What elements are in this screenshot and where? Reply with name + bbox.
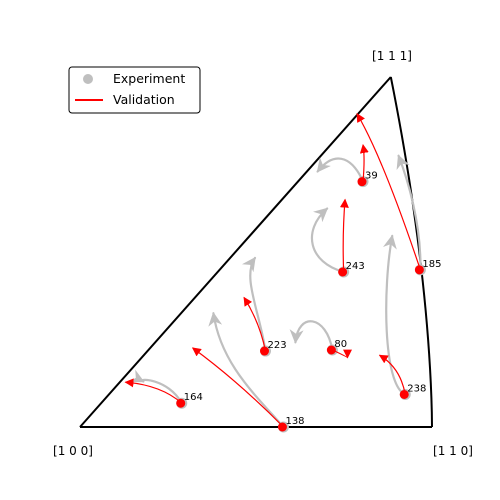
validation-point-164 [176,398,186,408]
validation-path-185 [356,112,421,271]
validation-path-223 [243,296,267,352]
validation-point-243 [338,267,348,277]
experiment-path-138 [208,311,285,429]
validation-point-238 [399,389,409,399]
validation-path-138 [191,347,284,428]
experiment-path-223 [241,256,267,353]
grain-label-243: 243 [346,261,365,272]
grain-label-138: 138 [285,416,304,427]
validation-point-138 [277,422,287,432]
validation-point-80 [326,345,336,355]
legend: Experiment Validation [68,66,201,114]
triangle-edge-100-111 [79,76,392,428]
legend-experiment-marker [83,74,93,84]
grain-label-164: 164 [184,392,203,403]
legend-frame [68,66,201,114]
experiment-path-238 [383,234,407,396]
legend-experiment-label: Experiment [113,71,185,86]
grain-label-80: 80 [334,339,347,350]
corner-label-100: [1 0 0] [53,444,93,458]
validation-path-39 [359,144,369,182]
experiment-path-80 [289,320,334,352]
experiment-path-185 [396,154,422,271]
experiment-path-39 [316,157,365,183]
grain-label-185: 185 [422,259,441,270]
validation-point-185 [414,265,424,275]
validation-path-243 [339,198,349,272]
corner-label-110: [1 1 0] [433,444,473,458]
validation-point-39 [357,177,367,187]
triangle-edge-110-111-arc [389,76,433,428]
experiment-path-243 [310,207,345,274]
validation-point-223 [260,346,270,356]
grain-label-39: 39 [365,171,378,182]
legend-validation-label: Validation [113,92,175,107]
corner-label-111: [1 1 1] [372,49,412,63]
experiment-path-164 [128,369,183,405]
grain-label-223: 223 [268,340,287,351]
grain-label-238: 238 [407,383,426,394]
